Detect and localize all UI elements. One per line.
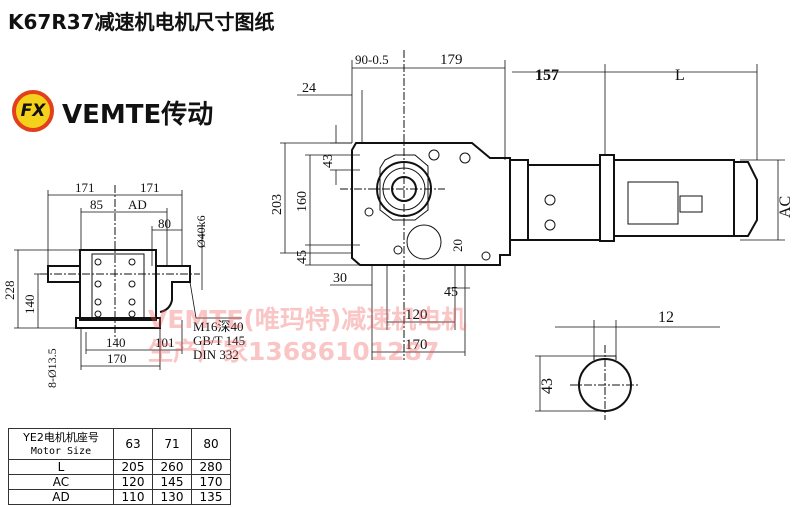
table-row: AC 120 145 170: [8, 474, 231, 490]
cell: 280: [191, 459, 231, 475]
cell: 120: [113, 474, 153, 490]
size-80: 80: [191, 428, 231, 460]
dim-170: 170: [107, 351, 127, 366]
dim-45-horizontal: 45: [444, 285, 458, 300]
note-standard-din: DIN 332: [193, 347, 239, 362]
table-row: AD 110 130 135: [8, 489, 231, 505]
dim-90-tolerance: 90-0.5: [355, 52, 389, 67]
dim-179: 179: [440, 52, 463, 68]
cell: 205: [113, 459, 153, 475]
dim-171-right: 171: [140, 180, 160, 195]
note-standard-gb: GB/T 145: [193, 333, 245, 348]
shaft-section: 12 43: [535, 309, 720, 420]
dim-mounting-holes: 8-Ø13.5: [45, 348, 59, 388]
dim-140-vertical: 140: [22, 295, 37, 315]
cell: 135: [191, 489, 231, 505]
dim-24: 24: [302, 81, 316, 96]
dim-160: 160: [295, 191, 310, 212]
front-view: 90-0.5 179 157 L AC 24 43 203 160 45 30 …: [270, 50, 794, 360]
dim-ac: AC: [777, 196, 794, 218]
dim-120: 120: [405, 307, 428, 323]
dim-171-left: 171: [75, 180, 95, 195]
dim-45-vertical: 45: [295, 250, 310, 264]
dim-shaft-height-43: 43: [539, 378, 556, 394]
header-cn: YE2电机机座号: [23, 430, 99, 444]
dim-228: 228: [2, 281, 17, 301]
size-71: 71: [152, 428, 192, 460]
dim-80: 80: [158, 216, 171, 231]
page-title: K67R37减速机电机尺寸图纸: [8, 10, 275, 34]
cell: 145: [152, 474, 192, 490]
note-center-hole: M16深40: [193, 319, 244, 334]
row-label: L: [8, 459, 114, 475]
row-label: AC: [8, 474, 114, 490]
side-view: 171 171 85 AD 80 Ø40k6 228 140 8-Ø13.5 1…: [2, 180, 245, 388]
dim-l: L: [675, 67, 685, 84]
dim-30: 30: [333, 271, 347, 286]
watermark-line-2: 生产厂家13686101287: [148, 337, 440, 366]
dim-43: 43: [321, 154, 336, 168]
dim-203: 203: [270, 194, 285, 215]
cell: 260: [152, 459, 192, 475]
row-label: AD: [8, 489, 114, 505]
dim-key-width-12: 12: [658, 309, 674, 326]
dim-ad: AD: [128, 197, 147, 212]
watermark-line-1: VEMTE(唯玛特)减速机电机: [148, 305, 467, 334]
cell: 130: [152, 489, 192, 505]
cell: 170: [191, 474, 231, 490]
dim-101: 101: [155, 335, 175, 350]
dim-85: 85: [90, 197, 103, 212]
dim-170-front: 170: [405, 337, 428, 353]
dim-20: 20: [450, 239, 465, 252]
brand-name: VEMTE传动: [62, 100, 214, 130]
size-63: 63: [113, 428, 153, 460]
dim-157: 157: [535, 67, 559, 84]
table-row: L 205 260 280: [8, 459, 231, 475]
dim-shaft-diameter: Ø40k6: [194, 215, 208, 248]
header-en: Motor Size: [30, 445, 92, 457]
cell: 110: [113, 489, 153, 505]
dim-140-horizontal: 140: [106, 335, 126, 350]
brand-logo-icon: FX: [12, 90, 54, 132]
